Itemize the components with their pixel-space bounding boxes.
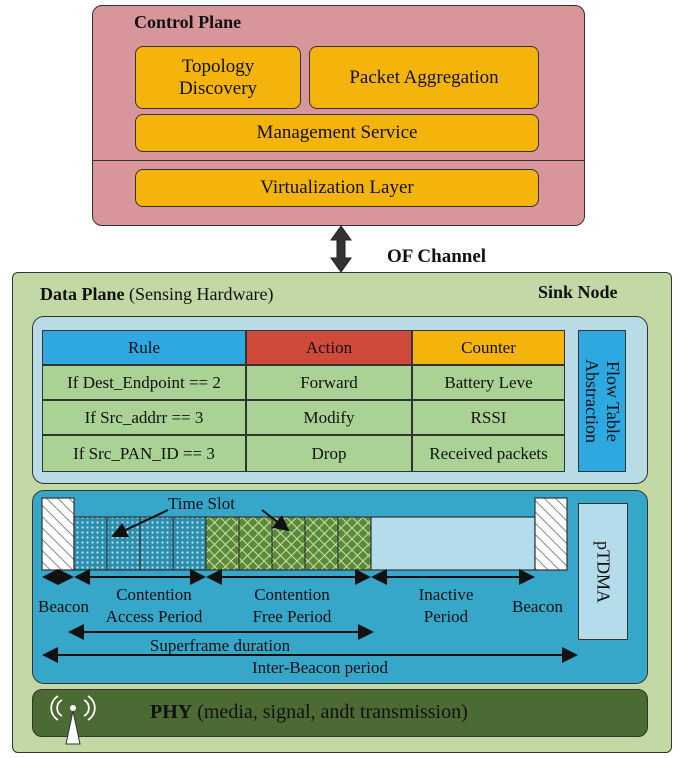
- rule-cell: If Src_PAN_ID == 3: [42, 435, 246, 472]
- packet-aggregation-box: Packet Aggregation: [309, 46, 539, 109]
- flow-table-abstraction-box: Flow Table Abstraction: [578, 330, 626, 472]
- action-cell: Forward: [246, 365, 412, 400]
- ptdma-box: pTDMA: [578, 503, 628, 640]
- topology-discovery-box: Topology Discovery: [135, 46, 301, 109]
- inactive-label-2: Period: [423, 607, 469, 626]
- data-plane-title-rest: (Sensing Hardware): [124, 284, 274, 304]
- time-slot-label: Time Slot: [168, 494, 235, 513]
- counter-header: Counter: [412, 330, 565, 365]
- phy-label: PHY (media, signal, andt transmission): [150, 701, 468, 724]
- inter-beacon-label: Inter-Beacon period: [251, 658, 389, 677]
- management-service-box: Management Service: [135, 114, 539, 152]
- control-plane-title: Control Plane: [134, 12, 242, 32]
- rule-cell: If Src_addrr == 3: [42, 400, 246, 435]
- sink-node-label: Sink Node: [538, 282, 618, 302]
- action-cell: Drop: [246, 435, 412, 472]
- rule-header: Rule: [42, 330, 246, 365]
- contention-access-label-1: Contention: [116, 585, 192, 604]
- rule-cell: If Dest_Endpoint == 2: [42, 365, 246, 400]
- ptdma-label: pTDMA: [593, 540, 614, 603]
- phy-label-bold: PHY: [150, 701, 193, 723]
- data-plane-title-bold: Data Plane: [40, 284, 125, 304]
- flow-table-abstraction-label: Flow Table Abstraction: [582, 359, 623, 443]
- time-slot-arrow: [111, 509, 169, 538]
- contention-access-label-2: Access Period: [105, 607, 203, 626]
- superframe-label: Superframe duration: [149, 636, 291, 655]
- control-plane-divider: [92, 160, 585, 161]
- virtualization-layer-box: Virtualization Layer: [135, 169, 539, 207]
- beacon-slot-right: [534, 497, 568, 571]
- phy-label-rest: (media, signal, andt transmission): [192, 701, 468, 723]
- action-header: Action: [246, 330, 412, 365]
- beacon-left-label: Beacon: [38, 597, 89, 616]
- time-slot-arrow: [261, 509, 290, 532]
- of-channel-label: OF Channel: [387, 246, 487, 267]
- counter-cell: Battery Leve: [412, 365, 565, 400]
- contention-free-label-2: Free Period: [252, 607, 332, 626]
- beacon-right-label: Beacon: [512, 597, 563, 616]
- counter-cell: Received packets: [412, 435, 565, 472]
- inactive-label-1: Inactive: [418, 585, 474, 604]
- counter-cell: RSSI: [412, 400, 565, 435]
- action-cell: Modify: [246, 400, 412, 435]
- phy-bar: [32, 689, 648, 737]
- data-plane-title: Data Plane (Sensing Hardware): [40, 284, 273, 305]
- contention-free-label-1: Contention: [254, 585, 330, 604]
